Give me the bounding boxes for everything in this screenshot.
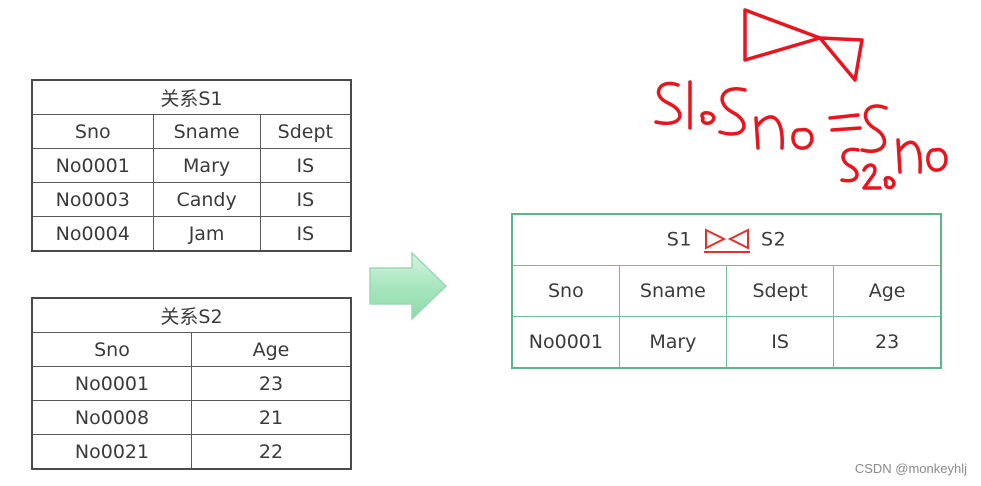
table-row: No0003 Candy IS <box>31 182 352 217</box>
table-cell: Mary <box>152 148 261 183</box>
table-cell: IS <box>259 148 352 183</box>
table-cell: Jam <box>152 216 261 252</box>
table-cell: 23 <box>191 366 352 401</box>
table-cell: IS <box>259 216 352 252</box>
table-cell: No0008 <box>31 400 192 435</box>
right-operand: S2 <box>761 228 787 251</box>
table-cell: No0003 <box>31 182 154 217</box>
s1-header-sname: Sname <box>152 114 261 149</box>
table-row: No0001 23 <box>31 366 352 401</box>
table-cell: No0001 <box>511 316 620 369</box>
result-header-sdept: Sdept <box>725 265 835 317</box>
table-cell: Candy <box>152 182 261 217</box>
s1-header-sdept: Sdept <box>259 114 352 149</box>
table-cell: No0004 <box>31 216 154 252</box>
table-row: No0001 Mary IS 23 <box>511 316 942 369</box>
relation-s2-table: 关系S2 Sno Age No0001 23 No0008 21 No0021 … <box>31 297 352 470</box>
table-cell: IS <box>725 316 835 369</box>
natural-join-icon <box>703 228 750 253</box>
result-title: S1 S2 <box>511 213 942 266</box>
table-row: No0004 Jam IS <box>31 216 352 252</box>
table-row: No0021 22 <box>31 434 352 470</box>
table-cell: IS <box>259 182 352 217</box>
relation-s1-table: 关系S1 Sno Sname Sdept No0001 Mary IS No00… <box>31 79 352 252</box>
watermark: CSDN @monkeyhlj <box>854 461 967 476</box>
result-header-sname: Sname <box>618 265 728 317</box>
table-cell: 23 <box>833 316 942 369</box>
relation-s2-title: 关系S2 <box>31 297 352 333</box>
table-row: No0008 21 <box>31 400 352 435</box>
table-cell: 21 <box>191 400 352 435</box>
table-cell: 22 <box>191 434 352 470</box>
result-header-sno: Sno <box>511 265 620 317</box>
s1-header-sno: Sno <box>31 114 154 149</box>
left-operand: S1 <box>666 228 692 251</box>
table-cell: No0001 <box>31 366 192 401</box>
natural-join-result-table: S1 S2 Sno Sname Sdept Age No0001 Mary IS… <box>511 213 942 369</box>
right-arrow-icon <box>369 251 448 321</box>
table-cell: Mary <box>618 316 728 369</box>
result-header-age: Age <box>833 265 942 317</box>
table-row: No0001 Mary IS <box>31 148 352 183</box>
